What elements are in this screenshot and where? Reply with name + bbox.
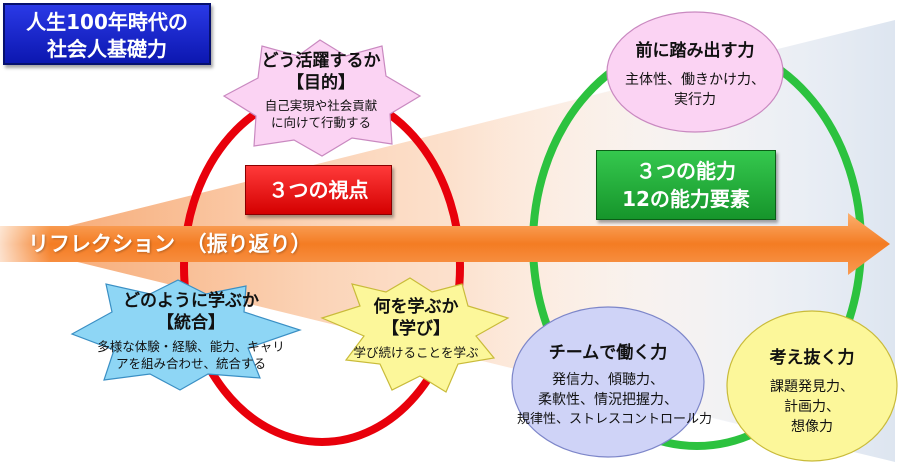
step-forward-line2: 実行力	[674, 92, 716, 108]
learning-star	[320, 277, 510, 393]
step-forward-line1: 主体性、働きかけ力、	[625, 72, 765, 88]
purpose-heading: どう活躍するか	[261, 51, 381, 71]
teamwork-line2: 柔軟性、情況把握力、	[538, 392, 678, 408]
integration-heading: どのように学ぶか	[123, 291, 259, 311]
teamwork-line3: 規律性、ストレスコントロール力	[517, 412, 713, 427]
purpose-text: どう活躍するか 【目的】 自己実現や社会貢献 に向けて行動する	[236, 50, 406, 131]
viewpoints-badge: ３つの視点	[245, 165, 392, 215]
integration-tag: 【統合】	[157, 313, 225, 333]
abilities-badge: ３つの能力 12の能力要素	[596, 150, 776, 220]
learning-text: 何を学ぶか 【学び】 学び続けることを学ぶ	[346, 296, 486, 361]
think-through-heading: 考え抜く力	[769, 348, 855, 368]
teamwork-ellipse	[511, 306, 705, 458]
purpose-desc-2: に向けて行動する	[270, 115, 371, 130]
teamwork-text: チームで働く力 発信力、傾聴力、 柔軟性、情況把握力、 規律性、ストレスコントロ…	[517, 342, 713, 430]
step-forward-heading: 前に踏み出す力	[635, 41, 755, 61]
integration-star	[70, 279, 302, 391]
integration-text: どのように学ぶか 【統合】 多様な体験・経験、能力、キャリ アを組み合わせ、統合…	[96, 290, 286, 372]
title-line2: 社会人基礎力	[47, 37, 167, 61]
step-forward-ellipse	[606, 11, 784, 133]
teamwork-heading: チームで働く力	[548, 343, 668, 363]
title-line1: 人生100年時代の	[26, 10, 188, 34]
step-forward-text: 前に踏み出す力 主体性、働きかけ力、 実行力	[615, 40, 775, 110]
learning-desc: 学び続けることを学ぶ	[353, 345, 479, 360]
teamwork-line1: 発信力、傾聴力、	[552, 372, 664, 388]
learning-tag: 【学び】	[382, 319, 450, 339]
purpose-tag: 【目的】	[287, 73, 355, 93]
purpose-star	[222, 39, 422, 157]
abilities-badge-line2: 12の能力要素	[622, 187, 750, 211]
integration-desc-1: 多様な体験・経験、能力、キャリ	[97, 339, 285, 354]
think-through-line1: 課題発見力、	[770, 379, 854, 395]
integration-desc-2: アを組み合わせ、統合する	[115, 356, 266, 371]
abilities-badge-line1: ３つの能力	[636, 159, 736, 183]
think-through-text: 考え抜く力 課題発見力、 計画力、 想像力	[742, 347, 882, 437]
title-box: 人生100年時代の 社会人基礎力	[3, 3, 211, 65]
think-through-line3: 想像力	[791, 419, 833, 435]
think-through-line2: 計画力、	[784, 399, 840, 415]
purpose-desc-1: 自己実現や社会貢献	[264, 98, 378, 113]
learning-heading: 何を学ぶか	[373, 297, 459, 317]
think-through-ellipse	[726, 310, 898, 462]
reflection-label: リフレクション （振り返り）	[28, 232, 312, 256]
